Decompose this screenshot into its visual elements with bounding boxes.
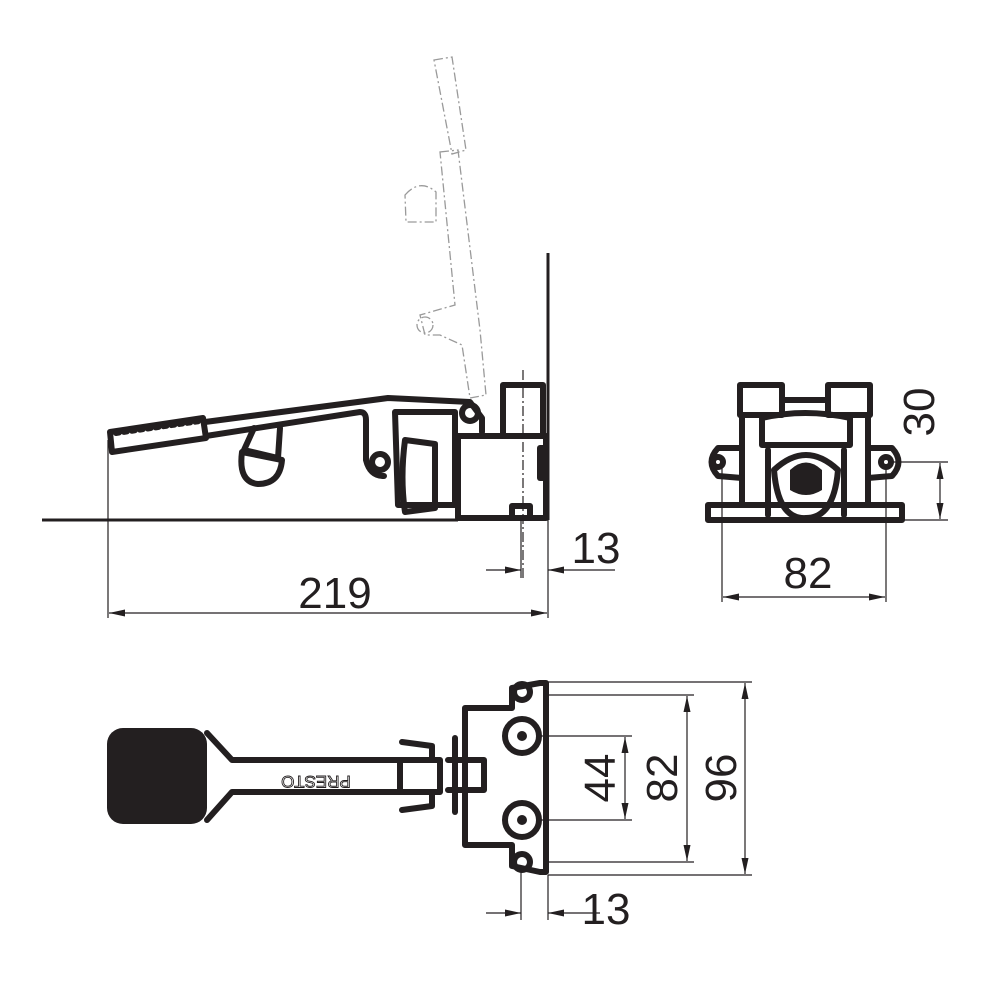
- dimension-label-44: 44: [576, 754, 625, 803]
- valve-body-top: [462, 680, 549, 875]
- dimension-44: 44: [540, 735, 632, 821]
- dimension-82-front: 82: [721, 468, 887, 602]
- front-view: [705, 382, 905, 523]
- dimension-label-82-front: 82: [784, 549, 833, 598]
- top-view: PRESTO: [107, 680, 549, 875]
- dimension-30: 30: [888, 388, 948, 521]
- dimension-96: 96: [548, 681, 752, 876]
- raised-pedal-ghost: [404, 56, 487, 399]
- side-view: [42, 56, 550, 578]
- pedal-stop: [238, 449, 285, 487]
- dimension-13-top: 13: [486, 870, 630, 934]
- dimension-label-30: 30: [895, 388, 944, 437]
- dimension-label-13-side: 13: [572, 524, 621, 573]
- dimension-label-13-top: 13: [582, 885, 631, 934]
- dimension-label-96: 96: [697, 754, 746, 803]
- presto-marking: PRESTO: [281, 772, 351, 791]
- dimension-13-side: 13: [486, 520, 620, 578]
- valve-knob: [399, 437, 438, 515]
- dimension-82-top: 82: [548, 694, 694, 863]
- dimension-219: 219: [107, 440, 549, 618]
- dimension-label-82-top: 82: [638, 754, 687, 803]
- dimension-label-219: 219: [298, 569, 371, 618]
- pedal-pad-top: [107, 728, 207, 824]
